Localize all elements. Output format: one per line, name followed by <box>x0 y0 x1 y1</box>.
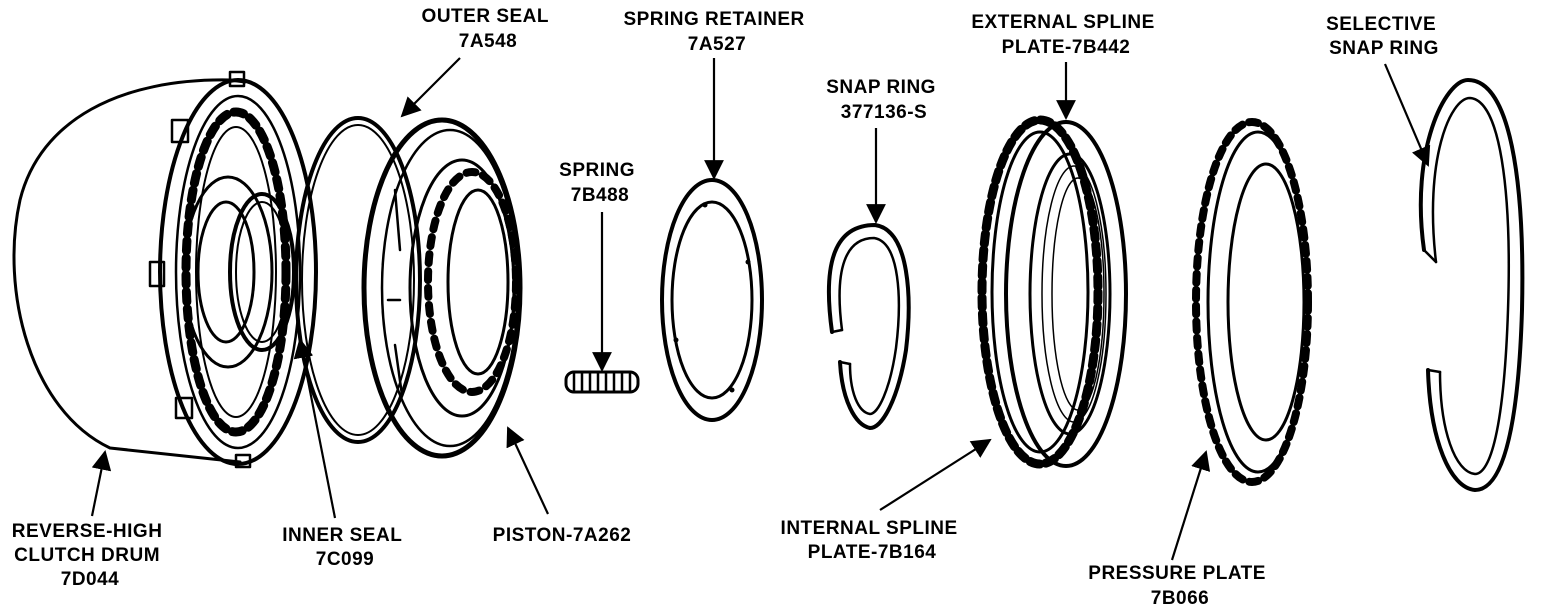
label-outer-seal: OUTER SEAL 7A548 <box>422 6 555 52</box>
spring-part <box>564 370 640 394</box>
label-selective-snap-ring: SELECTIVE SNAP RING <box>1326 14 1442 59</box>
label-spring-retainer: SPRING RETAINER 7A527 <box>623 9 810 55</box>
label-snap-ring: SNAP RING 377136-S <box>826 77 942 123</box>
snap-ring-part <box>826 223 911 430</box>
label-pressure-plate: PRESSURE PLATE 7B066 <box>1088 563 1271 609</box>
selective-snap-ring-part <box>1418 78 1525 492</box>
piston-part <box>361 117 523 459</box>
outer-seal-part <box>294 116 422 444</box>
label-spring: SPRING 7B488 <box>559 160 641 206</box>
pressure-plate-part <box>1192 118 1312 486</box>
label-piston: PISTON-7A262 <box>493 525 632 546</box>
spring-retainer-part <box>660 178 764 422</box>
clutch-drum-part <box>12 70 318 469</box>
label-internal-spline-plate: INTERNAL SPLINE PLATE-7B164 <box>781 518 964 563</box>
label-external-spline-plate: EXTERNAL SPLINE PLATE-7B442 <box>971 12 1160 58</box>
label-inner-seal: INNER SEAL 7C099 <box>282 525 408 570</box>
inner-seal-part <box>228 192 296 352</box>
label-clutch-drum: REVERSE-HIGH CLUTCH DRUM 7D044 <box>12 521 168 590</box>
spline-plates-part <box>977 115 1128 469</box>
